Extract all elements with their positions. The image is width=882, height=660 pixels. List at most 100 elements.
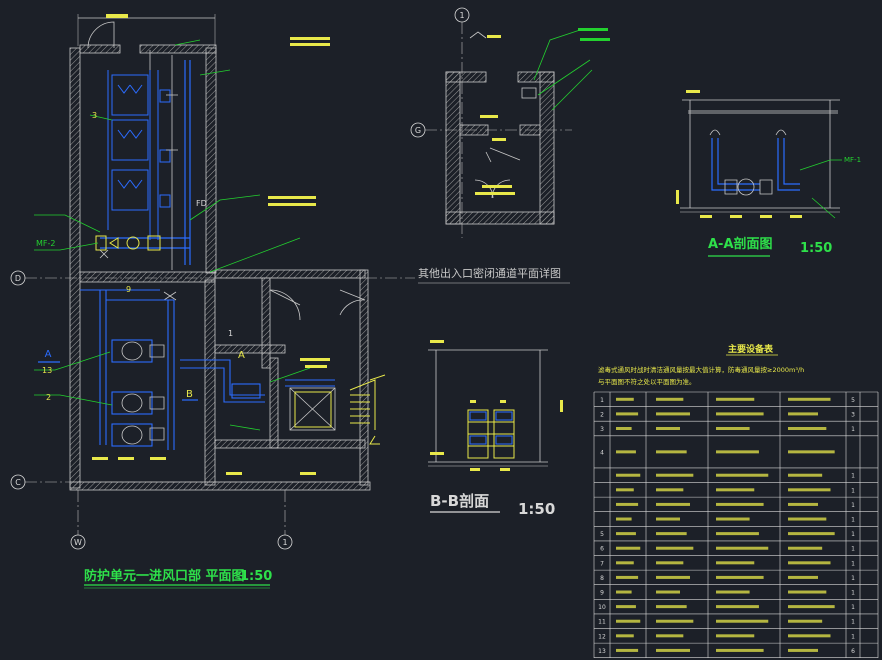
table-qty: 1 [851, 487, 855, 494]
table-cell-text [616, 412, 639, 416]
table-cell-text [716, 473, 769, 477]
svg-text:G: G [415, 126, 421, 135]
table-cell-text [616, 488, 634, 492]
filter-bank-upper [107, 70, 171, 240]
table-qty: 1 [851, 473, 855, 480]
table-row-number: 6 [600, 546, 604, 553]
svg-text:2: 2 [46, 393, 51, 402]
table-cell-text [716, 517, 750, 521]
table-cell-text [656, 532, 687, 536]
svg-text:W: W [74, 538, 82, 547]
svg-text:B: B [186, 389, 193, 400]
table-qty: 1 [851, 575, 855, 582]
table-cell-text [656, 634, 684, 638]
detail-axis-1: 1 [454, 7, 470, 23]
table-qty: 1 [851, 619, 855, 626]
table-row-number: 1 [600, 397, 604, 404]
table-row-number: 3 [600, 426, 604, 433]
plan-wall-right [205, 47, 217, 274]
table-note-2: 与平面图不符之处以平面图为准。 [598, 377, 696, 386]
table-cell-text [788, 575, 818, 579]
equipment-table: 主要设备表 滤毒式通风时战时清洁通风量按最大值计算，防毒通风量按≥2000m³/… [593, 343, 879, 659]
table-cell-text [616, 575, 639, 579]
table-cell-text [656, 575, 690, 579]
table-cell-text [656, 561, 684, 565]
table-cell-text [716, 590, 750, 594]
table-qty: 1 [851, 560, 855, 567]
table-cell-text [788, 473, 823, 477]
table-cell-text [616, 619, 641, 623]
svg-text:D: D [15, 274, 21, 283]
axis-marker-1: 1 [277, 534, 293, 550]
bb-title: B-B剖面 [430, 492, 489, 510]
table-qty: 1 [851, 546, 855, 553]
table-cell-text [788, 590, 827, 594]
svg-text:MF-2: MF-2 [36, 239, 55, 248]
table-qty: 1 [851, 590, 855, 597]
table-cell-text [656, 502, 690, 506]
table-qty: 3 [851, 411, 855, 418]
table-cell-text [656, 450, 687, 454]
table-cell-text [788, 397, 831, 401]
table-cell-text [716, 502, 764, 506]
aa-title: A-A剖面图 [708, 236, 773, 252]
plan-labels: MF-2 3 13 2 9 FD 1 [36, 111, 233, 402]
table-cell-text [616, 473, 641, 477]
table-cell-text [716, 427, 750, 430]
section-bb: B-B剖面 1:50 [428, 340, 563, 518]
table-row-number: 13 [598, 648, 606, 655]
svg-text:1: 1 [228, 329, 233, 338]
table-cell-text [656, 427, 680, 430]
stair-yellow [294, 374, 386, 445]
svg-text:13: 13 [42, 366, 52, 375]
table-cell-text [716, 575, 764, 579]
table-cell-text [656, 397, 684, 401]
svg-text:MF-1: MF-1 [844, 156, 861, 164]
table-cell-text [616, 590, 632, 594]
table-cell-text [716, 634, 755, 638]
plan-leaders [34, 39, 311, 431]
table-qty: 6 [851, 648, 855, 655]
table-cell-text [716, 546, 769, 550]
table-cell-text [616, 561, 634, 565]
table-row-number: 8 [600, 575, 604, 582]
filter-bank-lower [80, 289, 215, 450]
svg-text:3: 3 [92, 111, 97, 120]
table-cell-text [616, 397, 634, 401]
table-cell-text [716, 648, 764, 652]
svg-text:9: 9 [126, 285, 131, 294]
section-mark-b: B [182, 389, 198, 401]
table-cell-text [656, 590, 680, 594]
table-cell-text [788, 634, 831, 638]
table-qty: 1 [851, 531, 855, 538]
axis-marker-d: D [10, 270, 26, 286]
table-cell-text [716, 488, 755, 492]
stair-room [289, 387, 336, 431]
section-aa: MF-1 A-A剖面图 1:50 [676, 90, 861, 257]
table-cell-text [656, 412, 690, 416]
plan-scale: 1:50 [240, 569, 272, 584]
table-row-number: 2 [600, 411, 604, 418]
table-cell-text [616, 634, 634, 638]
table-cell-text [788, 648, 818, 652]
table-cell-text [788, 502, 818, 506]
table-qty: 1 [851, 502, 855, 509]
table-cell-text [716, 619, 769, 623]
table-cell-text [788, 532, 835, 536]
table-qty: 1 [851, 604, 855, 611]
table-cell-text [788, 517, 827, 521]
table-cell-text [616, 427, 632, 430]
table-cell-text [656, 648, 690, 652]
table-cell-text [716, 532, 759, 536]
detail-axis-g: G [410, 122, 426, 138]
table-cell-text [656, 619, 694, 623]
table-cell-text [616, 450, 636, 454]
table-cell-text [616, 605, 636, 609]
table-row-number: 5 [600, 531, 604, 538]
table-title: 主要设备表 [728, 343, 774, 355]
table-cell-text [788, 619, 823, 623]
table-cell-text [656, 473, 694, 477]
svg-text:1: 1 [282, 538, 287, 547]
axis-marker-c: C [10, 474, 26, 490]
